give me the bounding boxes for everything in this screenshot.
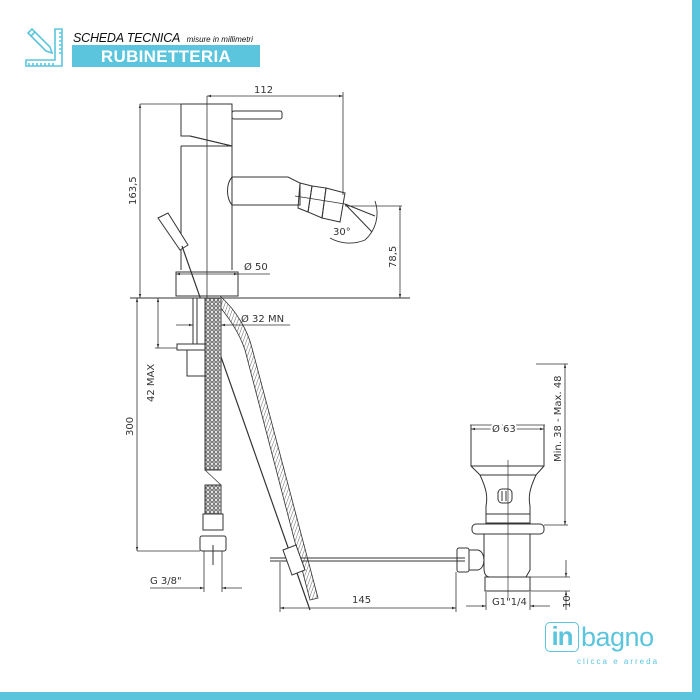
- frame-border-bottom: [0, 692, 700, 700]
- dim-spout-reach: 112: [254, 85, 273, 96]
- brand-logo-mark: in: [545, 622, 579, 652]
- dim-waste-thread: G1"1/4: [492, 597, 527, 608]
- sheet-title: SCHEDA TECNICA: [73, 31, 181, 45]
- brand-name: bagno: [581, 622, 654, 652]
- brand-tagline: clicca e arreda: [577, 657, 660, 666]
- sheet-units-note: misure in millimetri: [186, 35, 253, 44]
- brand-logo: in bagno clicca e arreda: [545, 620, 695, 670]
- dim-hole-diameter: Ø 32 MN: [241, 313, 284, 325]
- dim-hose-connection: G 3/8": [150, 576, 182, 587]
- dim-spray-angle: 30°: [333, 227, 351, 238]
- dim-base-diameter: Ø 50: [244, 261, 268, 273]
- dim-max-deck-thickness: 42 MAX: [146, 364, 157, 402]
- category-label: RUBINETTERIA: [72, 45, 260, 67]
- spec-sheet-header: SCHEDA TECNICA misure in millimetri RUBI…: [25, 27, 265, 69]
- dim-spout-height: 78,5: [388, 246, 399, 268]
- ruler-pencil-icon: [25, 27, 63, 67]
- pop-up-waste: [456, 424, 545, 598]
- dim-total-height: 163,5: [128, 176, 139, 205]
- header-title-line: SCHEDA TECNICA misure in millimetri: [73, 29, 253, 47]
- faucet-body: [175, 96, 346, 300]
- dim-waste-diameter: Ø 63: [492, 423, 516, 435]
- dim-thread-height: 10: [562, 595, 573, 608]
- braided-hose: [199, 297, 227, 565]
- dim-hose-length: 300: [125, 417, 136, 436]
- dim-rod-length: 145: [352, 595, 371, 606]
- threaded-shank: [176, 297, 222, 377]
- dim-waste-range: Min. 38 - Max. 48: [553, 375, 564, 462]
- frame-border-right: [692, 0, 700, 700]
- linkage-rod: [270, 544, 465, 576]
